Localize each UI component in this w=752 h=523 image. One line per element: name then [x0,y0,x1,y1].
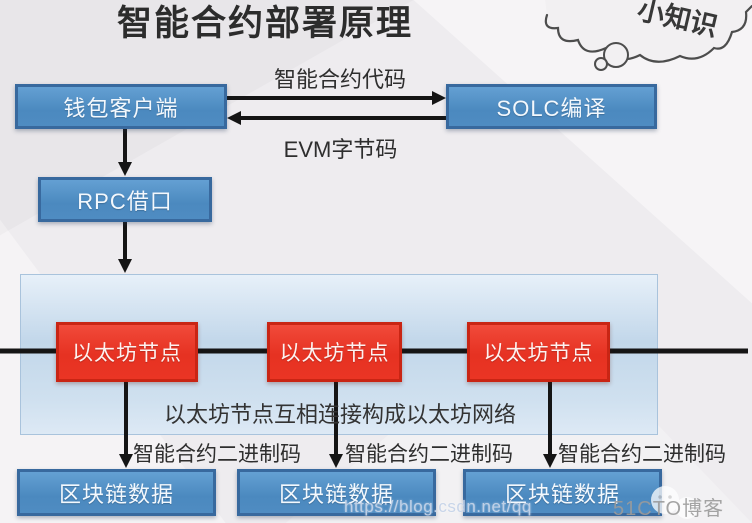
watermark-site: 51CTO博客 [613,498,725,520]
node-solc-compiler: SOLC编译 [446,84,657,129]
edge-label-contract-code: 智能合约代码 [273,67,406,92]
bubble-text: 小知识 [635,0,721,42]
node-wallet-client: 钱包客户端 [15,84,227,129]
bubble-trail-circle-icon [603,42,629,68]
edge-label-binary-3: 智能合约二进制码 [558,443,726,466]
node-ethereum-3: 以太坊节点 [467,322,610,382]
thought-bubble: 小知识 [544,0,752,71]
node-blockchain-data-3: 区块链数据 [463,469,662,516]
edge-label-binary-1: 智能合约二进制码 [133,443,301,466]
network-caption: 以太坊节点互相连接构成以太坊网络 [163,402,516,427]
node-ethereum-1: 以太坊节点 [56,322,198,382]
page-title: 智能合约部署原理 [116,4,413,43]
cloud-outline-icon [544,4,752,63]
watermark-url: https://blog.csdn.net/qq [344,497,532,516]
edge-label-evm-bytecode: EVM字节码 [283,137,398,162]
cloud-fill [545,0,752,62]
edge-label-binary-2: 智能合约二进制码 [345,443,513,466]
node-blockchain-data-2: 区块链数据 [237,469,436,516]
node-ethereum-2: 以太坊节点 [267,322,402,382]
bubble-trail-circle-icon [594,57,608,71]
node-blockchain-data-1: 区块链数据 [17,469,216,516]
node-rpc-interface: RPC借口 [38,177,212,222]
